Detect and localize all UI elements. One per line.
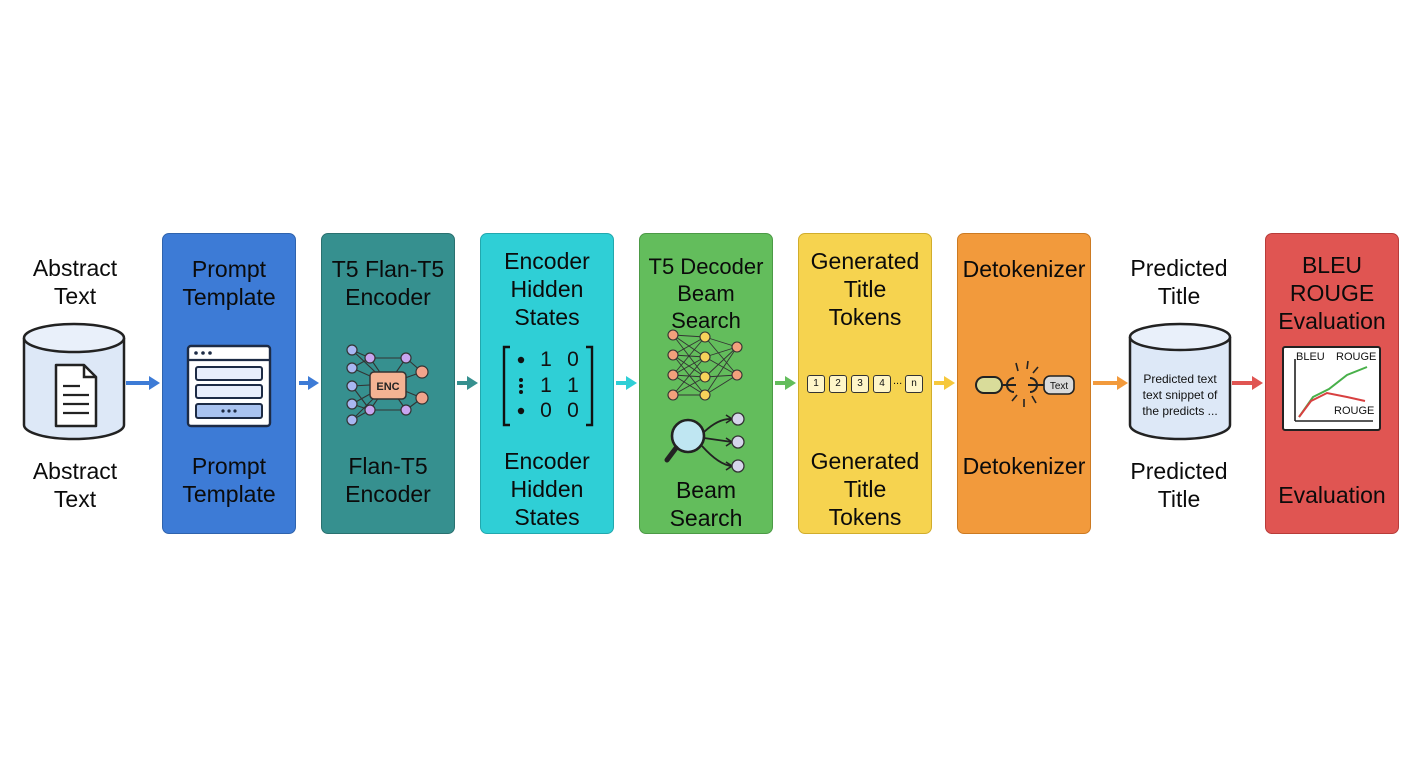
- predicted-snippet: Predicted text text snippet of the predi…: [1142, 372, 1218, 418]
- prompt-bottom-label: Prompt Template: [182, 453, 276, 507]
- eval-top-label: BLEU ROUGE Evaluation: [1278, 252, 1386, 334]
- beam-search-magnifier-icon: [664, 412, 745, 473]
- database-document-icon: [22, 322, 126, 441]
- stage-abstract-text: Abstract Text Abstract Text: [8, 233, 142, 534]
- flow-arrow: [616, 376, 637, 390]
- predicted-database-icon: [1128, 322, 1232, 441]
- template-window-icon: [186, 344, 272, 428]
- flow-arrow: [457, 376, 478, 390]
- matrix-cell: 0: [540, 399, 552, 422]
- encoder-top-label: T5 Flan-T5 Encoder: [331, 256, 445, 310]
- token-chip: 2: [829, 375, 847, 393]
- broken-chain-icon: Text: [975, 360, 1075, 407]
- evaluation-chart-icon: [1282, 346, 1381, 431]
- flow-arrow: [775, 376, 796, 390]
- token-ellipsis: ...: [893, 375, 903, 387]
- stage-t5-decoder-beam-search: T5 Decoder Beam Search Beam Search: [639, 233, 773, 534]
- matrix-cell: 0: [567, 399, 579, 422]
- enc-chip-text: ENC: [376, 381, 399, 393]
- decoder-network-icon: [667, 329, 743, 401]
- abstract-bottom-label: Abstract Text: [32, 458, 118, 512]
- matrix-brackets: [502, 345, 594, 427]
- encoder-bottom-label: Flan-T5 Encoder: [345, 453, 431, 507]
- hidden-bottom-label: Encoder Hidden States: [504, 448, 590, 530]
- decoder-bottom-label: Beam Search: [669, 477, 743, 531]
- matrix-cell: 0: [567, 348, 579, 371]
- flow-arrow: [1232, 376, 1263, 390]
- text-chip-label: Text: [1050, 381, 1069, 392]
- matrix-cell: 1: [540, 374, 552, 397]
- token-chip: 3: [851, 375, 869, 393]
- predicted-bottom-label: Predicted Title: [1130, 458, 1228, 512]
- token-chip: 1: [807, 375, 825, 393]
- decoder-top-label: T5 Decoder Beam Search: [648, 254, 764, 333]
- prompt-top-label: Prompt Template: [182, 256, 276, 310]
- detok-bottom-label: Detokenizer: [962, 453, 1086, 479]
- hidden-top-label: Encoder Hidden States: [504, 248, 590, 330]
- token-chip: n: [905, 375, 923, 393]
- matrix-cell: 1: [567, 374, 579, 397]
- tokens-bottom-label: Generated Title Tokens: [810, 448, 920, 530]
- detok-top-label: Detokenizer: [962, 256, 1086, 282]
- abstract-top-label: Abstract Text: [32, 255, 118, 309]
- stage-encoder-hidden-states: Encoder Hidden States Encoder Hidden Sta…: [480, 233, 614, 534]
- stage-predicted-title: Predicted Title Predicted Title: [1112, 233, 1246, 534]
- flow-arrow: [1093, 376, 1128, 390]
- hidden-state-matrix: 1 0 1 1 0 0: [502, 345, 594, 427]
- chart-label-rouge: ROUGE: [1336, 351, 1377, 363]
- flow-arrow: [299, 376, 319, 390]
- flow-arrow: [126, 376, 160, 390]
- predicted-top-label: Predicted Title: [1130, 255, 1228, 309]
- chart-label-rouge-bottom: ROUGE: [1334, 405, 1375, 417]
- chart-label-bleu: BLEU: [1296, 351, 1325, 363]
- eval-bottom-label: Evaluation: [1278, 482, 1386, 508]
- token-chip: 4: [873, 375, 891, 393]
- flow-arrow: [934, 376, 955, 390]
- encoder-network-icon: ENC: [346, 344, 429, 426]
- matrix-cell: 1: [540, 348, 552, 371]
- tokens-top-label: Generated Title Tokens: [810, 248, 920, 330]
